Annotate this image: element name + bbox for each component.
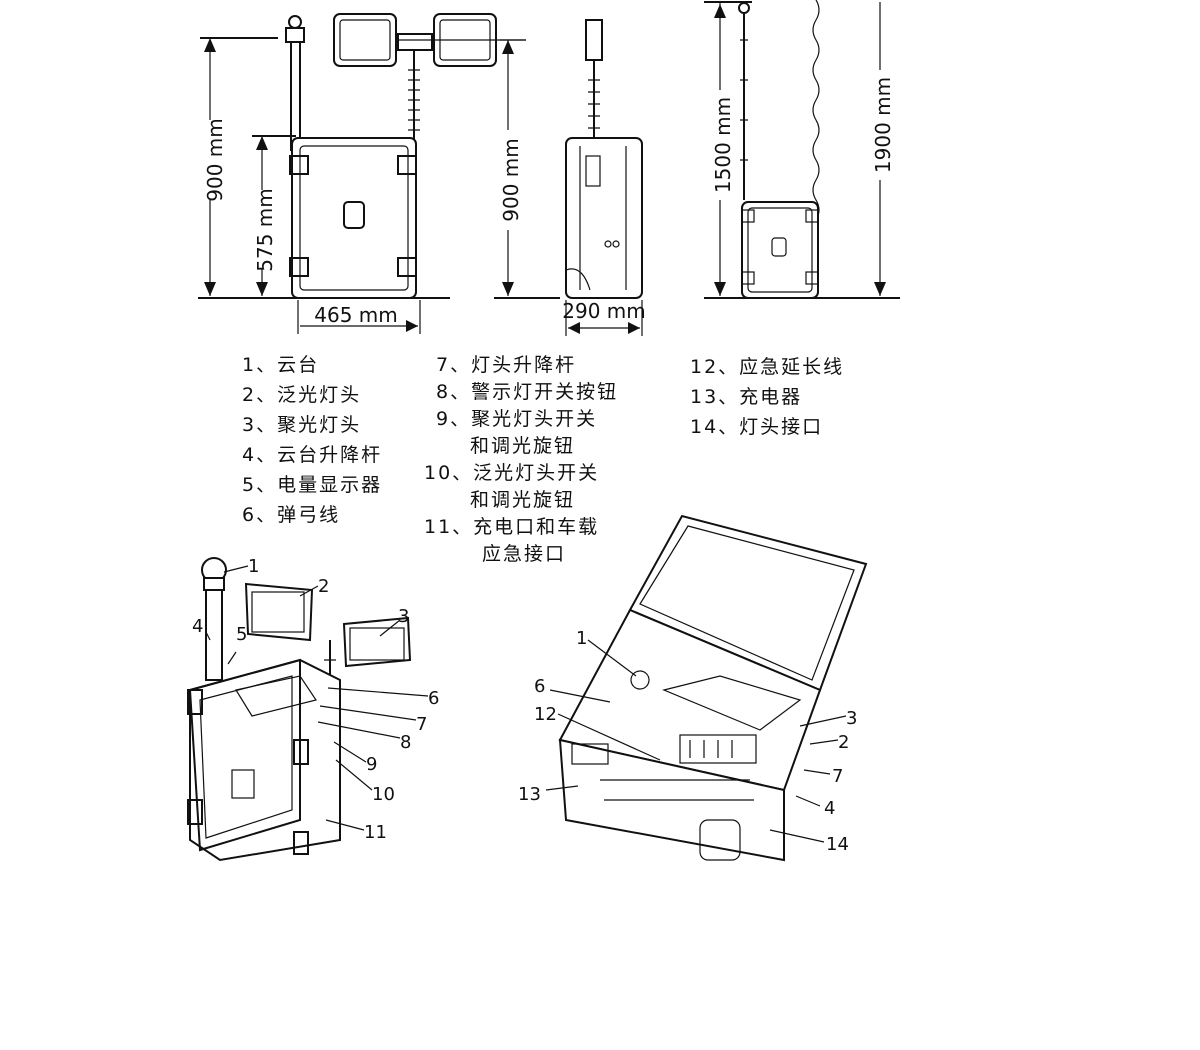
callout-right-2: 2 xyxy=(838,732,849,753)
callout-left-7: 7 xyxy=(416,714,427,735)
legend-item-12: 12、应急延长线 xyxy=(690,356,845,378)
callout-left-11: 11 xyxy=(364,822,387,843)
callout-right-6: 6 xyxy=(534,676,545,697)
legend-col1: 1、云台 2、泛光灯头 3、聚光灯头 4、云台升降杆 5、电量显示器 6、弹弓线 xyxy=(242,350,382,530)
dim-front-575: 575 mm xyxy=(253,188,277,272)
callout-left-5: 5 xyxy=(236,624,247,645)
callout-left-8: 8 xyxy=(400,732,411,753)
legend-item-6: 6、弹弓线 xyxy=(242,504,341,526)
dim-front-465: 465 mm xyxy=(314,303,398,327)
callout-right-4: 4 xyxy=(824,798,835,819)
dim-side-290: 290 mm xyxy=(562,299,646,323)
dim-pole-1500: 1500 mm xyxy=(711,97,735,193)
side-view: 900 mm 290 mm xyxy=(494,19,646,336)
legend-item-4: 4、云台升降杆 xyxy=(242,444,383,466)
legend-item-7: 7、灯头升降杆 xyxy=(436,354,577,376)
legend-col2: 7、灯头升降杆 8、警示灯开关按钮 9、聚光灯头开关 和调光旋钮 10、泛光灯头… xyxy=(424,352,619,568)
callout-right-3: 3 xyxy=(846,708,857,729)
legend-item-11: 11、充电口和车载 xyxy=(424,516,600,538)
legend-item-10: 10、泛光灯头开关 xyxy=(424,462,600,484)
legend-item-9-cont: 和调光旋钮 xyxy=(470,435,576,457)
dim-pole-1900: 1900 mm xyxy=(871,77,895,173)
extended-view: 1500 mm 1900 mm xyxy=(704,0,900,299)
callout-right-7: 7 xyxy=(832,766,843,787)
callout-left-9: 9 xyxy=(366,754,377,775)
callout-left-1: 1 xyxy=(248,556,259,577)
open-case-perspective: 1 6 12 3 2 7 13 4 14 xyxy=(518,514,868,862)
legend-col3: 12、应急延长线 13、充电器 14、灯头接口 xyxy=(690,352,844,442)
legend-item-1: 1、云台 xyxy=(242,354,320,376)
legend-item-13: 13、充电器 xyxy=(690,386,803,408)
legend-item-11-cont: 应急接口 xyxy=(482,543,567,565)
callout-right-12: 12 xyxy=(534,704,557,725)
legend-item-2: 2、泛光灯头 xyxy=(242,384,362,406)
front-view: 900 mm 575 mm 465 mm xyxy=(198,13,526,334)
assembled-perspective: 1 2 3 4 5 6 7 8 9 10 11 xyxy=(187,556,439,862)
callout-right-14: 14 xyxy=(826,834,849,855)
legend-item-5: 5、电量显示器 xyxy=(242,474,383,496)
legend-item-14: 14、灯头接口 xyxy=(690,416,824,438)
legend-item-9: 9、聚光灯头开关 xyxy=(436,408,598,430)
legend-item-8: 8、警示灯开关按钮 xyxy=(436,381,619,403)
dim-front-900: 900 mm xyxy=(203,118,227,202)
dim-side-900: 900 mm xyxy=(499,138,523,222)
callout-left-3: 3 xyxy=(398,606,409,627)
callout-left-10: 10 xyxy=(372,784,395,805)
legend-item-3: 3、聚光灯头 xyxy=(242,414,362,436)
callout-right-13: 13 xyxy=(518,784,541,805)
callout-left-4: 4 xyxy=(192,616,203,637)
callout-left-6: 6 xyxy=(428,688,439,709)
callout-left-2: 2 xyxy=(318,576,329,597)
callout-right-1: 1 xyxy=(576,628,587,649)
legend-item-10-cont: 和调光旋钮 xyxy=(470,489,576,511)
